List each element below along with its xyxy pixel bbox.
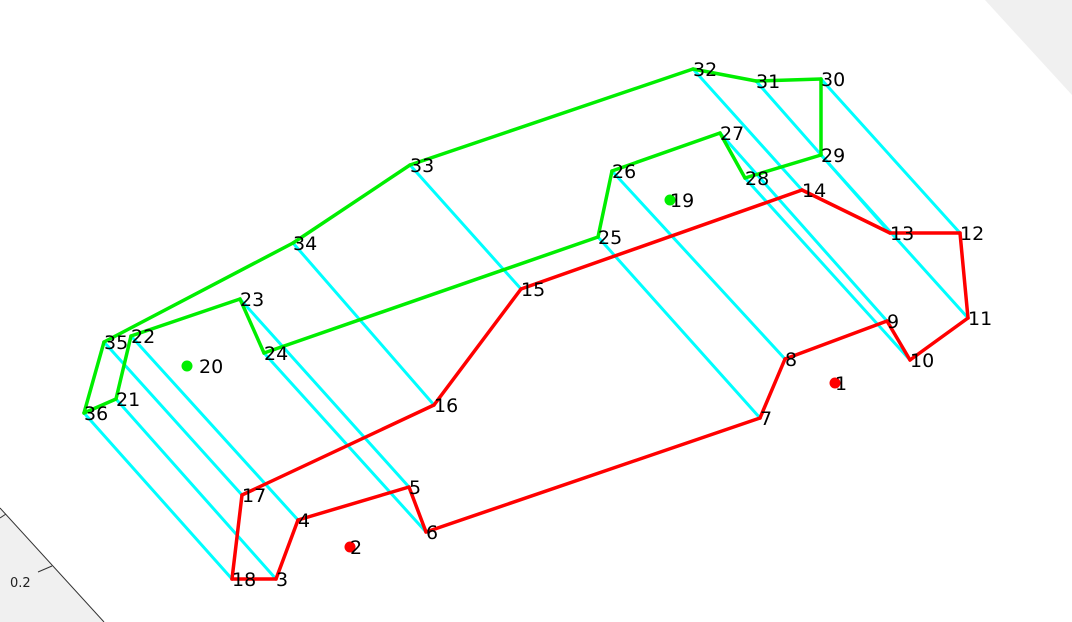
connector-line-13-31	[754, 79, 892, 235]
top-edge-22-23	[129, 297, 242, 338]
point-label-10: 10	[910, 350, 934, 372]
bottom-edge-16-17	[240, 403, 436, 497]
axis-tick	[37, 565, 53, 573]
bottom-edge-14-15	[519, 188, 804, 291]
point-label-35: 35	[104, 332, 128, 354]
point-marker-20	[181, 360, 193, 372]
point-label-26: 26	[612, 161, 636, 183]
top-edge-21-22	[114, 334, 133, 401]
top-edge-30-31	[754, 77, 823, 83]
connector-line-8-26	[610, 169, 787, 361]
point-label-1: 1	[835, 373, 847, 395]
point-label-32: 32	[693, 59, 717, 81]
top-edge-33-34	[291, 163, 412, 245]
top-edge-34-35	[102, 241, 295, 344]
point-labels: 1234567891011121314151617181920212223242…	[84, 59, 992, 591]
point-label-2: 2	[350, 537, 362, 559]
point-label-15: 15	[521, 279, 545, 301]
point-label-24: 24	[264, 343, 288, 365]
point-label-11: 11	[968, 308, 992, 330]
connector-line-10-28	[743, 176, 912, 362]
connector-line-5-23	[238, 297, 411, 489]
top-edge-35-36	[82, 340, 106, 415]
top-edge-25-26	[596, 169, 614, 239]
point-label-33: 33	[410, 155, 434, 177]
top-edge-28-29	[743, 153, 823, 180]
point-label-12: 12	[960, 223, 984, 245]
top-edge-24-25	[262, 235, 600, 355]
bottom-edge-13-14	[800, 188, 892, 235]
point-label-14: 14	[802, 180, 826, 202]
top-edge-23-24	[238, 297, 266, 355]
point-marker-2	[344, 541, 356, 553]
point-label-7: 7	[760, 408, 772, 430]
point-label-19: 19	[670, 190, 694, 212]
point-label-28: 28	[745, 168, 769, 190]
background-panel-top-right	[985, 0, 1072, 95]
point-markers	[181, 194, 841, 553]
bottom-edge-5-6	[407, 485, 428, 534]
point-label-6: 6	[426, 522, 438, 544]
connector-line-4-22	[129, 334, 300, 522]
bottom-edge-9-10	[885, 319, 912, 362]
point-label-18: 18	[232, 569, 256, 591]
axis-tick-label: 0.2	[10, 576, 31, 591]
point-label-21: 21	[116, 389, 140, 411]
point-label-30: 30	[821, 69, 845, 91]
point-label-23: 23	[240, 289, 264, 311]
point-label-36: 36	[84, 403, 108, 425]
bottom-edge-4-5	[296, 485, 411, 522]
bottom-edge-11-12	[958, 231, 970, 320]
connector-line-6-24	[262, 351, 428, 534]
top-edge-27-28	[718, 131, 747, 180]
point-marker-19	[664, 194, 676, 206]
point-label-22: 22	[131, 326, 155, 348]
point-label-34: 34	[293, 233, 317, 255]
point-label-29: 29	[821, 145, 845, 167]
top-edge-32-33	[408, 67, 695, 167]
point-label-25: 25	[598, 227, 622, 249]
bottom-edge-7-8	[758, 357, 787, 420]
connector-line-16-34	[291, 241, 436, 407]
top-edge-26-27	[610, 131, 722, 173]
connector-line-3-21	[114, 397, 278, 581]
connector-line-7-25	[596, 235, 762, 420]
top-outline	[82, 67, 823, 415]
connector-line-12-30	[819, 77, 962, 235]
axis-line	[0, 507, 105, 622]
bottom-edge-17-18	[230, 493, 244, 581]
point-label-9: 9	[887, 311, 899, 333]
bottom-edge-3-4	[274, 518, 300, 581]
point-label-27: 27	[720, 123, 744, 145]
top-edge-36-21	[82, 397, 118, 415]
bottom-edge-8-9	[783, 319, 889, 361]
point-label-5: 5	[409, 477, 421, 499]
connector-lines	[82, 67, 970, 581]
point-label-31: 31	[756, 71, 780, 93]
connector-line-9-27	[718, 131, 889, 323]
bottom-edge-6-7	[424, 416, 762, 534]
point-label-8: 8	[785, 349, 797, 371]
point-label-4: 4	[298, 510, 310, 532]
point-label-17: 17	[242, 485, 266, 507]
point-label-3: 3	[276, 569, 288, 591]
point-label-16: 16	[434, 395, 458, 417]
point-label-13: 13	[890, 223, 914, 245]
bottom-outline	[230, 188, 970, 581]
top-edge-31-32	[691, 67, 758, 83]
bottom-edge-15-16	[432, 287, 523, 407]
bottom-edge-10-11	[908, 316, 970, 362]
connector-line-18-36	[82, 411, 234, 581]
connector-line-17-35	[102, 340, 244, 497]
point-marker-1	[829, 377, 841, 389]
axis-tick	[0, 513, 7, 519]
connector-line-14-32	[691, 67, 804, 192]
point-label-20: 20	[199, 356, 223, 378]
